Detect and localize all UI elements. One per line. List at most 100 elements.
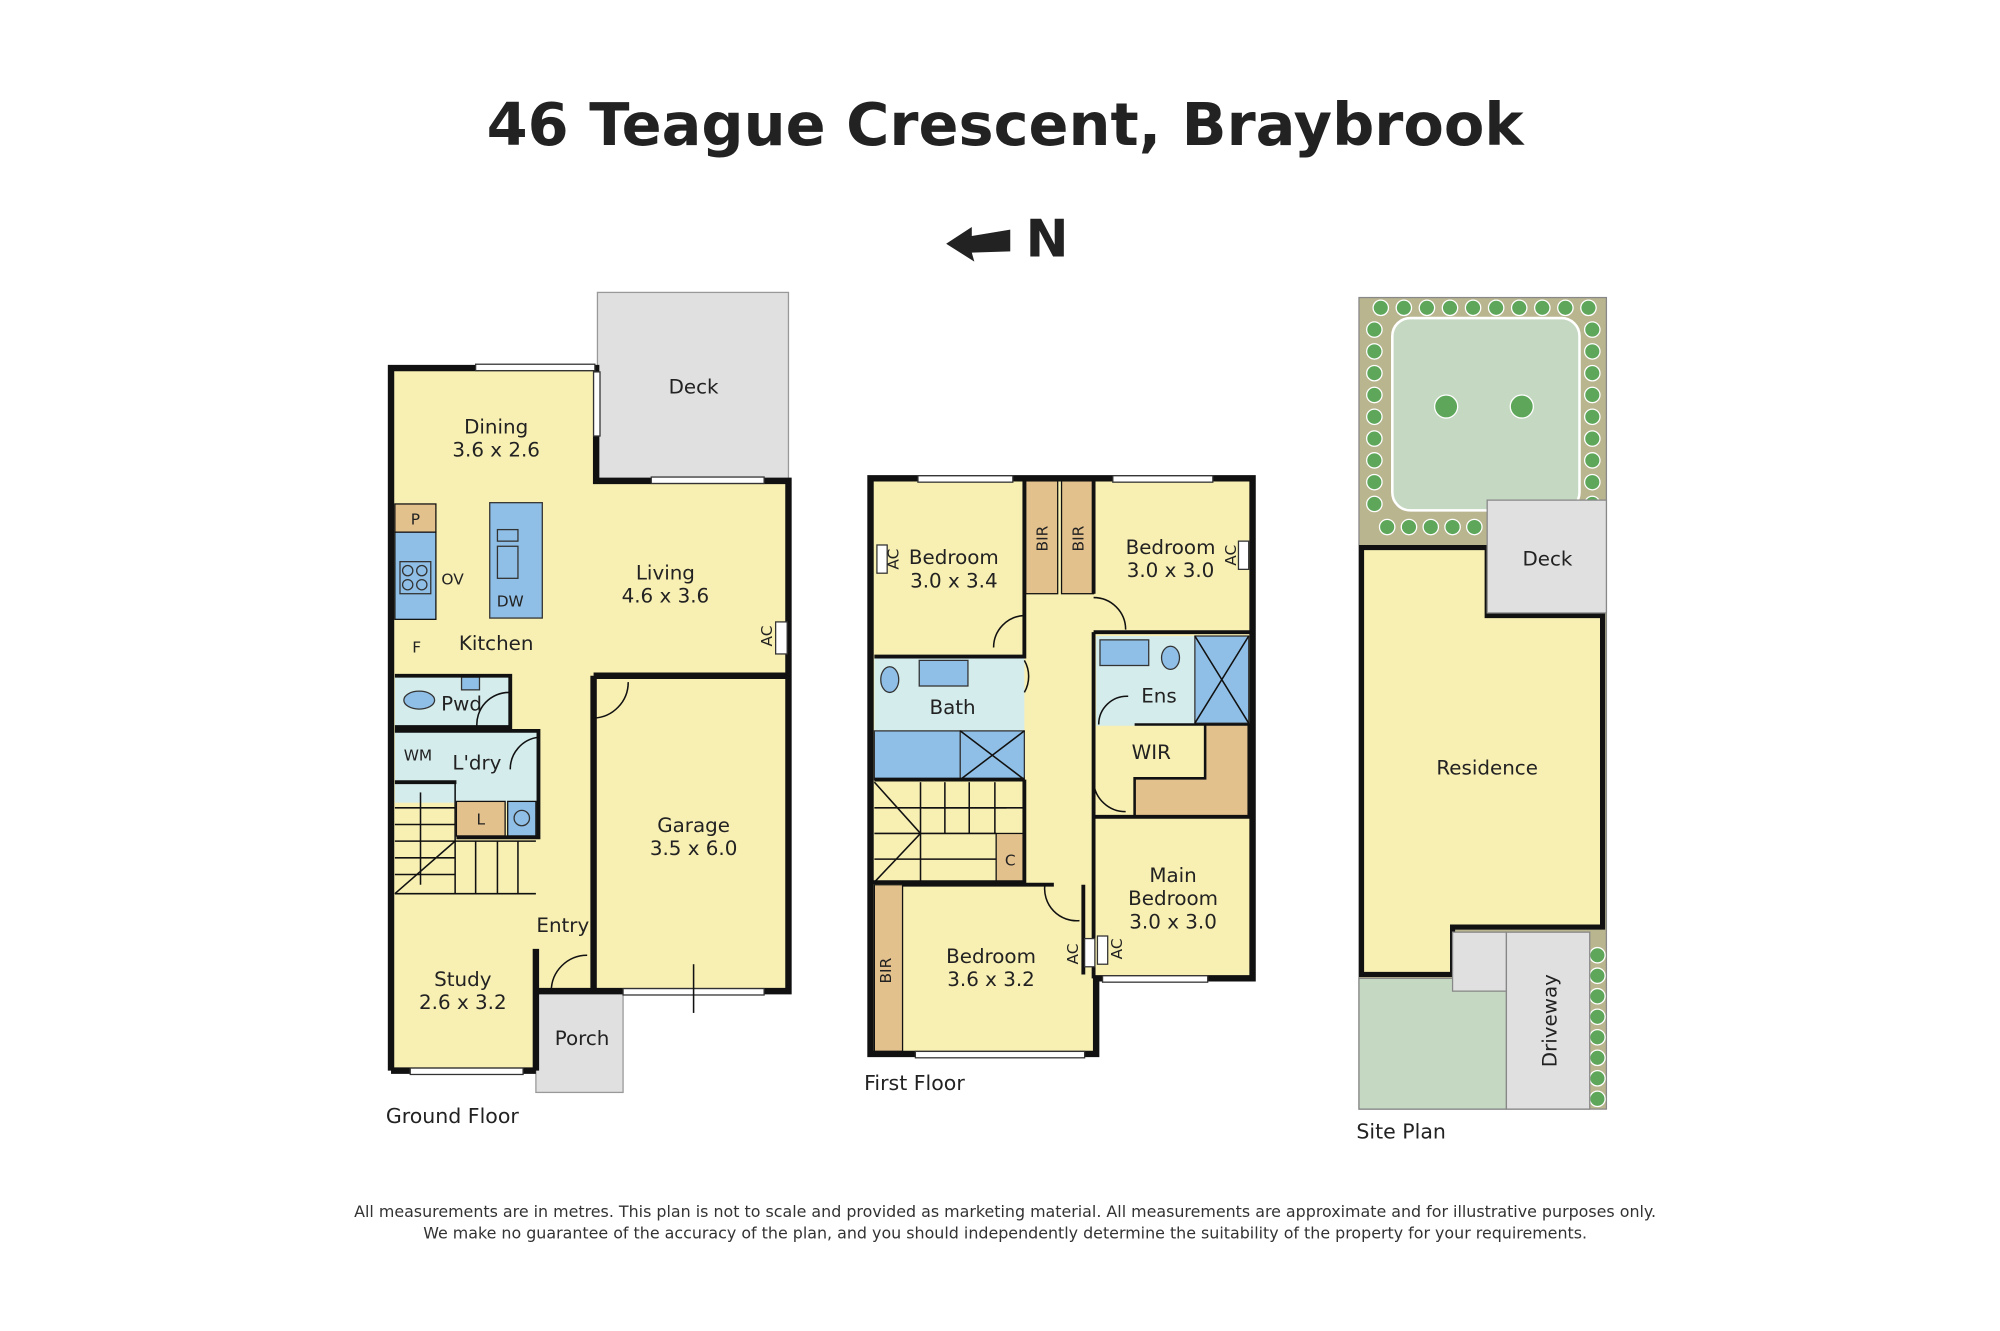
page-title: 46 Teague Crescent, Braybrook: [487, 90, 1526, 159]
tree-icon: [1444, 518, 1461, 536]
north-arrow-icon: [946, 227, 1011, 262]
driveway-area: [1505, 931, 1591, 1110]
wir-shelves: [1133, 723, 1250, 819]
powder-label: Pwd: [441, 692, 482, 715]
tree-icon: [1378, 518, 1396, 536]
bath-label: Bath: [929, 696, 975, 719]
linen-cupboard: [455, 800, 506, 837]
tree-icon: [1366, 473, 1383, 491]
north-label: N: [1026, 210, 1069, 270]
garage-label: Garage: [657, 814, 730, 837]
tree-icon: [1372, 299, 1390, 317]
first-floor-label: First Floor: [864, 1071, 965, 1095]
tree-icon: [1433, 394, 1459, 419]
tree-icon: [1366, 495, 1383, 513]
tree-icon: [1466, 518, 1483, 536]
garage-size: 3.5 x 6.0: [650, 837, 738, 860]
tree-icon: [1583, 321, 1601, 338]
wir-label: WIR: [1132, 741, 1171, 764]
driveway-label: Driveway: [1538, 974, 1561, 1067]
bedroom-sw-size: 3.6 x 3.2: [947, 968, 1035, 991]
tree-icon: [1464, 299, 1482, 317]
ac-label: AC: [1064, 943, 1082, 964]
lawn: [1391, 316, 1581, 512]
tree-icon: [1441, 299, 1459, 317]
garage-area: [593, 675, 789, 992]
laundry-area: [394, 730, 539, 803]
bir-2: [1060, 480, 1095, 595]
tree-icon: [1418, 299, 1436, 317]
tree-icon: [1533, 299, 1551, 317]
tree-icon: [1509, 394, 1534, 419]
deck-label: Deck: [669, 376, 719, 399]
tree-icon: [1366, 408, 1383, 426]
window: [592, 371, 601, 437]
window: [475, 363, 596, 372]
tree-icon: [1589, 987, 1606, 1005]
trough: [507, 800, 537, 837]
tree-icon: [1557, 299, 1574, 317]
toilet-icon: [880, 666, 900, 694]
tree-icon: [1583, 452, 1601, 469]
pantry-label: P: [411, 510, 420, 528]
living-size: 4.6 x 3.6: [622, 585, 710, 608]
ac-label: AC: [1108, 938, 1126, 959]
main-bedroom-label: Main: [1149, 864, 1196, 887]
deck-area: [596, 291, 790, 482]
sink-icon: [496, 528, 519, 542]
kitchen-label: Kitchen: [459, 632, 534, 655]
ac-label: AC: [758, 626, 776, 647]
disclaimer-line-2: We make no guarantee of the accuracy of …: [423, 1224, 1587, 1243]
tree-icon: [1589, 1069, 1606, 1087]
bir-1: [1025, 480, 1059, 595]
main-bedroom-label-2: Bedroom: [1128, 887, 1218, 910]
stairs-ground: [394, 782, 536, 895]
ac-label: AC: [885, 549, 903, 570]
tree-icon: [1589, 1049, 1606, 1067]
tree-icon: [1580, 299, 1597, 317]
linen-label: L: [476, 810, 485, 828]
tree-icon: [1366, 452, 1383, 469]
cooktop-burners-icon: [399, 561, 432, 595]
tree-icon: [1583, 386, 1601, 404]
cupboard: [995, 832, 1026, 883]
window: [409, 1067, 524, 1076]
ground-floor-label: Ground Floor: [386, 1104, 519, 1128]
site-deck-label: Deck: [1522, 548, 1572, 571]
tree-icon: [1487, 299, 1505, 317]
bedroom-nw-label: Bedroom: [909, 546, 999, 569]
tree-icon: [1422, 518, 1440, 536]
tree-icon: [1589, 1090, 1606, 1108]
bir-label: BIR: [1033, 525, 1051, 551]
main-bedroom-size: 3.0 x 3.0: [1129, 910, 1217, 933]
bedroom-nw-size: 3.0 x 3.4: [910, 569, 998, 592]
bedroom-ne-size: 3.0 x 3.0: [1127, 559, 1215, 582]
ac-label: AC: [1222, 545, 1240, 566]
site-plan: Deck Residence Driveway Site Plan: [1356, 296, 1608, 1144]
tree-icon: [1366, 364, 1383, 382]
bedroom-sw-label: Bedroom: [946, 945, 1036, 968]
dining-label: Dining: [464, 415, 528, 438]
kitchen-island: [489, 502, 543, 619]
ground-floor-plan: Deck Dining 3.6 x 2.6 Living 4.6 x 3.6 K…: [386, 291, 792, 1128]
bedroom-ne-label: Bedroom: [1126, 536, 1216, 559]
trees: [1366, 299, 1606, 1108]
stairs-first: [873, 781, 1025, 883]
entry-label: Entry: [536, 914, 589, 937]
tree-icon: [1510, 299, 1528, 317]
basin-icon: [460, 676, 481, 691]
first-floor-plan: Bedroom 3.0 x 3.4 Bedroom 3.0 x 3.0 BIR …: [864, 475, 1256, 1095]
tree-icon: [1583, 408, 1601, 426]
porch-label: Porch: [555, 1027, 610, 1050]
bir-label: BIR: [1069, 525, 1087, 551]
basin: [918, 659, 969, 687]
residence-label: Residence: [1436, 756, 1538, 779]
toilet-icon: [403, 690, 436, 710]
tree-icon: [1395, 299, 1413, 317]
disclaimer-line-1: All measurements are in metres. This pla…: [354, 1202, 1656, 1221]
tree-icon: [1589, 1008, 1606, 1026]
tree-icon: [1583, 364, 1601, 382]
dishwasher-label: DW: [497, 593, 524, 611]
toilet-icon: [1160, 645, 1181, 670]
